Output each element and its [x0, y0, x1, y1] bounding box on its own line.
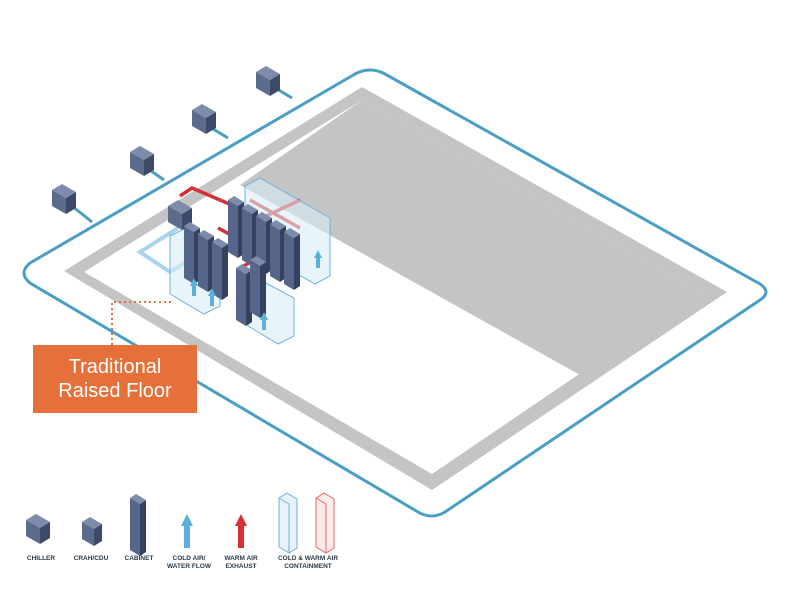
legend-cabinet-label: CABINET: [124, 555, 154, 562]
legend-containment-label: COLD & WARM AIR CONTAINMENT: [277, 555, 339, 570]
floor-grey-area: [240, 100, 700, 375]
warm-containment-icon: [315, 492, 335, 554]
chiller-icon: [26, 514, 50, 544]
legend-chiller-label: CHILLER: [26, 555, 56, 562]
cabinet-icon: [130, 494, 146, 556]
cabinet: [184, 222, 200, 284]
legend-cold-air-label: COLD AIR/ WATER FLOW: [167, 555, 211, 570]
legend-warm-air-label: WARM AIR EXHAUST: [224, 555, 258, 570]
cold-containment-icon: [278, 492, 298, 554]
raised-floor-callout: Traditional Raised Floor: [33, 345, 197, 413]
cabinet: [270, 220, 286, 282]
chiller-1: [52, 184, 76, 214]
cabinet: [284, 228, 300, 290]
cold-air-arrow-icon: [181, 514, 193, 548]
cabinet: [228, 196, 244, 258]
cabinet: [212, 238, 228, 300]
cabinet: [250, 256, 266, 318]
chiller-4: [256, 66, 280, 96]
warm-air-arrow-icon: [235, 514, 247, 548]
cold-air-arrows: [190, 250, 322, 330]
floor-inner: [84, 100, 700, 474]
crah-icon: [82, 517, 102, 546]
callout-line-1: Traditional: [68, 356, 162, 378]
cabinet: [236, 264, 252, 326]
legend-crah-label: CRAH/CDU: [73, 555, 109, 562]
water-pipe-loop: [22, 68, 768, 518]
chiller-3: [192, 104, 216, 134]
chiller-2: [130, 146, 154, 176]
callout-line-2: Raised Floor: [58, 380, 172, 402]
cabinet: [198, 230, 214, 292]
